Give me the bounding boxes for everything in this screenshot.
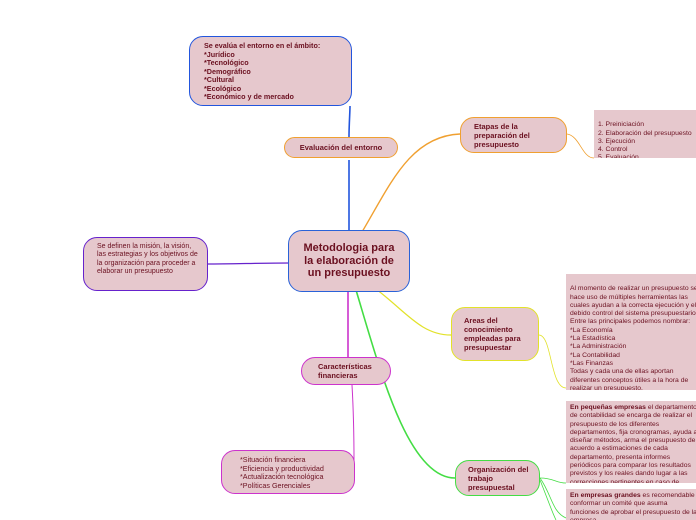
- central-topic[interactable]: Metodologia para la elaboración de un pr…: [288, 230, 410, 292]
- link-entorno-detail: [348, 105, 351, 138]
- areas-topic[interactable]: Areas del conocimiento empleadas para pr…: [451, 307, 539, 361]
- link-organizacion-grandes: [539, 477, 567, 519]
- etapas-topic[interactable]: Etapas de la preparación del presupuesto: [460, 117, 567, 153]
- mision-node[interactable]: Se definen la misión, la visión, las est…: [83, 237, 208, 291]
- caracteristicas-topic[interactable]: Características financieras: [301, 357, 391, 385]
- link-organizacion: [355, 289, 456, 479]
- caracteristicas-topic-label: Características financieras: [318, 362, 372, 380]
- link-mision: [206, 262, 291, 265]
- link-organizacion-more: [539, 479, 557, 520]
- link-areas: [371, 285, 452, 336]
- link-organizacion-pequenas: [539, 477, 567, 484]
- entorno-topic-label: Evaluación del entorno: [299, 143, 383, 152]
- organizacion-pequenas-title: En pequeñas empresas: [570, 404, 646, 411]
- caracteristicas-detail-text: *Situación financiera *Eficiencia y prod…: [240, 455, 324, 490]
- areas-detail-text: Al momento de realizar un presupuesto se…: [570, 285, 696, 390]
- etapas-topic-label: Etapas de la preparación del presupuesto: [474, 121, 530, 149]
- etapas-detail-text: 1. Preiniciación 2. Elaboración del pres…: [598, 121, 692, 158]
- organizacion-grandes-text: es recomendable conformar un comité que …: [570, 492, 696, 520]
- organizacion-grandes-title: En empresas grandes: [570, 492, 641, 499]
- mision-text: Se definen la misión, la visión, las est…: [97, 243, 198, 276]
- organizacion-topic-label: Organización del trabajo presupuestal: [468, 464, 529, 492]
- entorno-detail-text: Se evalúa el entorno en el ámbito: *Jurí…: [204, 41, 321, 101]
- organizacion-pequenas-text: el departamento de contabilidad se encar…: [570, 404, 696, 483]
- entorno-detail-node[interactable]: Se evalúa el entorno en el ámbito: *Jurí…: [189, 36, 352, 106]
- link-etapas-detail: [566, 133, 595, 159]
- etapas-detail-node[interactable]: 1. Preiniciación 2. Elaboración del pres…: [594, 110, 696, 158]
- caracteristicas-detail-node[interactable]: *Situación financiera *Eficiencia y prod…: [221, 450, 355, 494]
- organizacion-pequenas-node[interactable]: En pequeñas empresas el departamento de …: [566, 401, 696, 483]
- entorno-topic[interactable]: Evaluación del entorno: [284, 137, 398, 158]
- central-topic-title: Metodologia para la elaboración de un pr…: [303, 242, 395, 280]
- areas-detail-node[interactable]: Al momento de realizar un presupuesto se…: [566, 274, 696, 390]
- link-caracteristicas-detail: [351, 384, 355, 463]
- organizacion-grandes-node[interactable]: En empresas grandes es recomendable conf…: [566, 489, 696, 520]
- link-areas-detail: [538, 334, 567, 389]
- areas-topic-label: Areas del conocimiento empleadas para pr…: [464, 316, 521, 352]
- organizacion-topic[interactable]: Organización del trabajo presupuestal: [455, 460, 540, 496]
- link-etapas: [361, 133, 461, 233]
